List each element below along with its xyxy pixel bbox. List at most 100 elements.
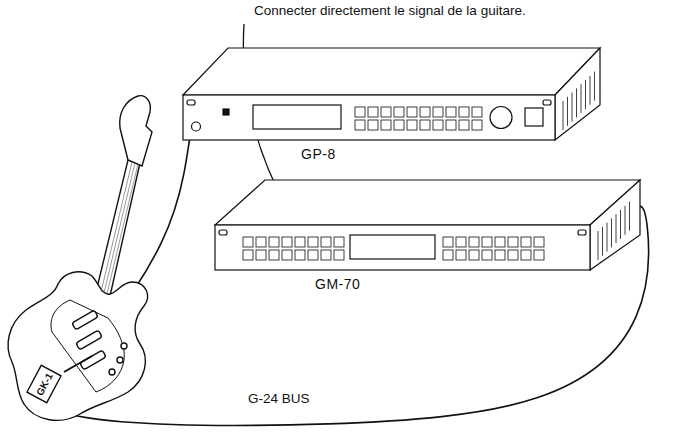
panel-button (469, 237, 479, 247)
panel-button (495, 250, 505, 260)
guitar-neck (96, 160, 140, 296)
vent-fin (607, 223, 608, 252)
panel-button (368, 107, 378, 117)
vent-fin (581, 84, 582, 113)
rack-top (183, 48, 600, 95)
note-text: Connecter directement le signal de la gu… (252, 3, 528, 18)
vent-fin (585, 80, 586, 109)
power-switch (525, 108, 543, 126)
panel-button (459, 107, 469, 117)
panel-button (407, 120, 417, 130)
panel-button (482, 237, 492, 247)
panel-button (433, 107, 443, 117)
panel-button (256, 237, 266, 247)
rack-side (590, 180, 640, 270)
control-knob (109, 369, 115, 375)
pickup (76, 330, 103, 350)
vent-fin (563, 101, 564, 130)
panel-button (521, 237, 531, 247)
panel-button (446, 120, 456, 130)
panel-button (407, 107, 417, 117)
unit-name: GP-8 (301, 146, 336, 162)
panel-button (534, 250, 544, 260)
vent-fin (620, 210, 621, 239)
panel-button (472, 120, 482, 130)
panel-button (495, 237, 505, 247)
panel-button (355, 107, 365, 117)
panel-button (321, 250, 331, 260)
panel-button (334, 237, 344, 247)
guitar (8, 96, 152, 421)
panel-button (482, 250, 492, 260)
rack-hole (187, 100, 195, 105)
vent-fin (572, 93, 573, 122)
rack-side (555, 48, 600, 140)
panel-button (394, 120, 404, 130)
panel-button (456, 237, 466, 247)
panel-button (355, 120, 365, 130)
vent-fin (602, 227, 603, 256)
display (350, 235, 435, 259)
panel-button (521, 250, 531, 260)
panel-button (243, 237, 253, 247)
panel-button (394, 107, 404, 117)
vent-fin (616, 214, 617, 243)
guitar-headstock (120, 96, 152, 166)
panel-button (433, 120, 443, 130)
panel-button (472, 107, 482, 117)
rack-unit: GP-8 (183, 48, 600, 140)
panel-button (256, 250, 266, 260)
panel-button (368, 120, 378, 130)
vent-fin (598, 231, 599, 260)
panel-button (269, 250, 279, 260)
guitar-strings (101, 162, 138, 294)
vent-fin (629, 202, 630, 231)
panel-button (381, 107, 391, 117)
rack-unit: GM-70 (215, 180, 640, 270)
unit-name: GM-70 (315, 276, 360, 292)
panel-button (459, 120, 469, 130)
vent-fin (567, 97, 568, 126)
panel-button (282, 250, 292, 260)
panel-button (308, 237, 318, 247)
control-knob (117, 357, 123, 363)
panel-button (295, 250, 305, 260)
panel-button (420, 107, 430, 117)
rack-front (215, 225, 590, 270)
rack-outline (215, 180, 640, 270)
pickguard (51, 300, 124, 392)
input-jack (192, 122, 201, 131)
rack-outline (183, 48, 600, 140)
panel-button (443, 250, 453, 260)
panel-button (282, 237, 292, 247)
rack-hole (543, 100, 551, 105)
rack-hole (219, 230, 227, 235)
panel-button (243, 250, 253, 260)
value-dial (490, 107, 512, 129)
indicator (223, 109, 229, 115)
panel-button (446, 107, 456, 117)
panel-button (381, 120, 391, 130)
panel-button (456, 250, 466, 260)
vent-fin (576, 88, 577, 117)
panel-button (308, 250, 318, 260)
panel-button (420, 120, 430, 130)
pickup (72, 310, 99, 330)
bridge (64, 356, 92, 372)
panel-button (321, 237, 331, 247)
vent-fin (625, 206, 626, 235)
panel-button (508, 250, 518, 260)
vent-fin (590, 76, 591, 105)
panel-button (508, 237, 518, 247)
rack-top (215, 180, 640, 225)
control-knob (121, 343, 127, 349)
panel-button (534, 237, 544, 247)
guitar-body (8, 272, 148, 420)
display (253, 105, 341, 129)
rack-hole (578, 230, 586, 235)
panel-button (443, 237, 453, 247)
rack-front (183, 95, 555, 140)
vent-fin (594, 72, 595, 101)
vent-fin (611, 218, 612, 247)
panel-button (295, 237, 305, 247)
